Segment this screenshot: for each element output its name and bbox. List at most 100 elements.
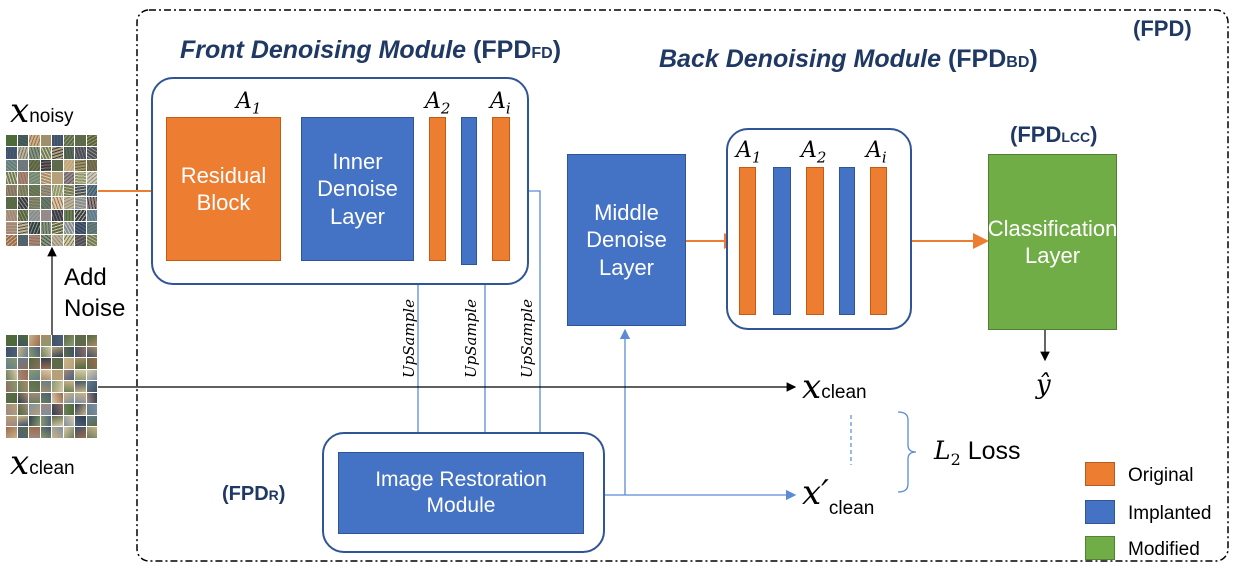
image-thumbnail	[52, 184, 63, 197]
image-thumbnail	[17, 147, 28, 159]
back-implanted-bar-1	[773, 167, 791, 315]
image-thumbnail	[40, 209, 51, 222]
image-thumbnail	[75, 172, 86, 184]
image-thumbnail	[75, 234, 86, 246]
image-thumbnail	[75, 222, 86, 234]
x-noisy-label: xnoisy	[10, 91, 74, 131]
image-thumbnail	[75, 427, 86, 438]
image-thumbnail	[17, 172, 28, 184]
legend-label-modified: Modified	[1128, 539, 1200, 560]
back-a2-label: A2	[801, 138, 827, 167]
image-thumbnail	[52, 172, 63, 184]
front-a1-label: A1	[236, 89, 262, 118]
legend-swatch-modified	[1085, 536, 1115, 560]
image-thumbnail	[6, 135, 17, 147]
back-a1-bar	[739, 167, 756, 315]
back-a1-label: A1	[736, 138, 762, 167]
image-thumbnail	[86, 222, 97, 234]
x-prime-clean-label: x′clean	[802, 473, 875, 519]
image-thumbnail	[6, 381, 17, 392]
image-thumbnail	[75, 404, 86, 415]
image-thumbnail	[17, 335, 28, 346]
legend-label-implanted: Implanted	[1128, 503, 1212, 524]
image-thumbnail	[6, 147, 17, 159]
image-thumbnail	[75, 346, 86, 358]
image-thumbnail	[17, 358, 28, 369]
image-thumbnail	[17, 197, 28, 209]
image-thumbnail	[86, 404, 97, 415]
front-ai-label: Ai	[490, 89, 511, 118]
clean-image-grid	[6, 335, 98, 439]
upsample-label-1: UpSample	[400, 299, 418, 378]
image-thumbnail	[17, 346, 28, 358]
image-thumbnail	[17, 135, 28, 147]
image-thumbnail	[86, 346, 97, 358]
image-thumbnail	[40, 135, 51, 147]
image-thumbnail	[29, 135, 40, 147]
image-thumbnail	[63, 346, 74, 358]
upsample-label-3: UpSample	[518, 299, 536, 378]
image-thumbnail	[17, 392, 28, 404]
image-thumbnail	[29, 346, 40, 358]
image-thumbnail	[75, 197, 86, 209]
image-thumbnail	[40, 335, 51, 346]
image-thumbnail	[86, 184, 97, 197]
image-thumbnail	[86, 197, 97, 209]
image-thumbnail	[52, 209, 63, 222]
image-thumbnail	[86, 209, 97, 222]
image-thumbnail	[86, 427, 97, 438]
image-thumbnail	[63, 209, 74, 222]
fpd-tag: (FPD)	[1133, 16, 1192, 41]
image-thumbnail	[6, 197, 17, 209]
front-a2-label: A2	[425, 89, 451, 118]
image-thumbnail	[29, 209, 40, 222]
legend-swatch-implanted	[1085, 500, 1115, 524]
image-thumbnail	[75, 209, 86, 222]
legend-label-original: Original	[1128, 465, 1194, 486]
image-thumbnail	[6, 358, 17, 369]
image-thumbnail	[6, 346, 17, 358]
image-thumbnail	[6, 427, 17, 438]
image-thumbnail	[63, 335, 74, 346]
y-hat-output: ŷ	[1036, 370, 1051, 400]
image-thumbnail	[29, 159, 40, 172]
image-thumbnail	[29, 234, 40, 246]
image-thumbnail	[63, 159, 74, 172]
noisy-image-grid	[6, 135, 98, 247]
image-thumbnail	[40, 427, 51, 438]
image-thumbnail	[63, 135, 74, 147]
image-thumbnail	[40, 234, 51, 246]
image-thumbnail	[86, 234, 97, 246]
back-module-title: Back Denoising Module (FPDBD)	[659, 45, 1038, 73]
image-thumbnail	[52, 369, 63, 381]
image-thumbnail	[40, 381, 51, 392]
image-thumbnail	[52, 404, 63, 415]
front-ai-bar	[492, 117, 510, 261]
image-thumbnail	[6, 234, 17, 246]
image-thumbnail	[63, 392, 74, 404]
image-thumbnail	[75, 147, 86, 159]
image-thumbnail	[29, 197, 40, 209]
front-module-title: Front Denoising Module (FPDFD)	[180, 36, 562, 64]
image-thumbnail	[63, 381, 74, 392]
image-thumbnail	[86, 135, 97, 147]
image-thumbnail	[75, 358, 86, 369]
image-thumbnail	[52, 147, 63, 159]
image-thumbnail	[29, 147, 40, 159]
back-ai-label: Ai	[866, 138, 887, 167]
image-thumbnail	[63, 415, 74, 427]
back-implanted-bar-2	[839, 167, 855, 315]
image-thumbnail	[40, 147, 51, 159]
image-thumbnail	[29, 184, 40, 197]
image-thumbnail	[6, 159, 17, 172]
image-thumbnail	[63, 197, 74, 209]
image-thumbnail	[29, 427, 40, 438]
image-thumbnail	[63, 358, 74, 369]
image-thumbnail	[6, 184, 17, 197]
l2-loss-label: L2 Loss	[934, 436, 1021, 469]
image-thumbnail	[75, 159, 86, 172]
image-thumbnail	[17, 184, 28, 197]
